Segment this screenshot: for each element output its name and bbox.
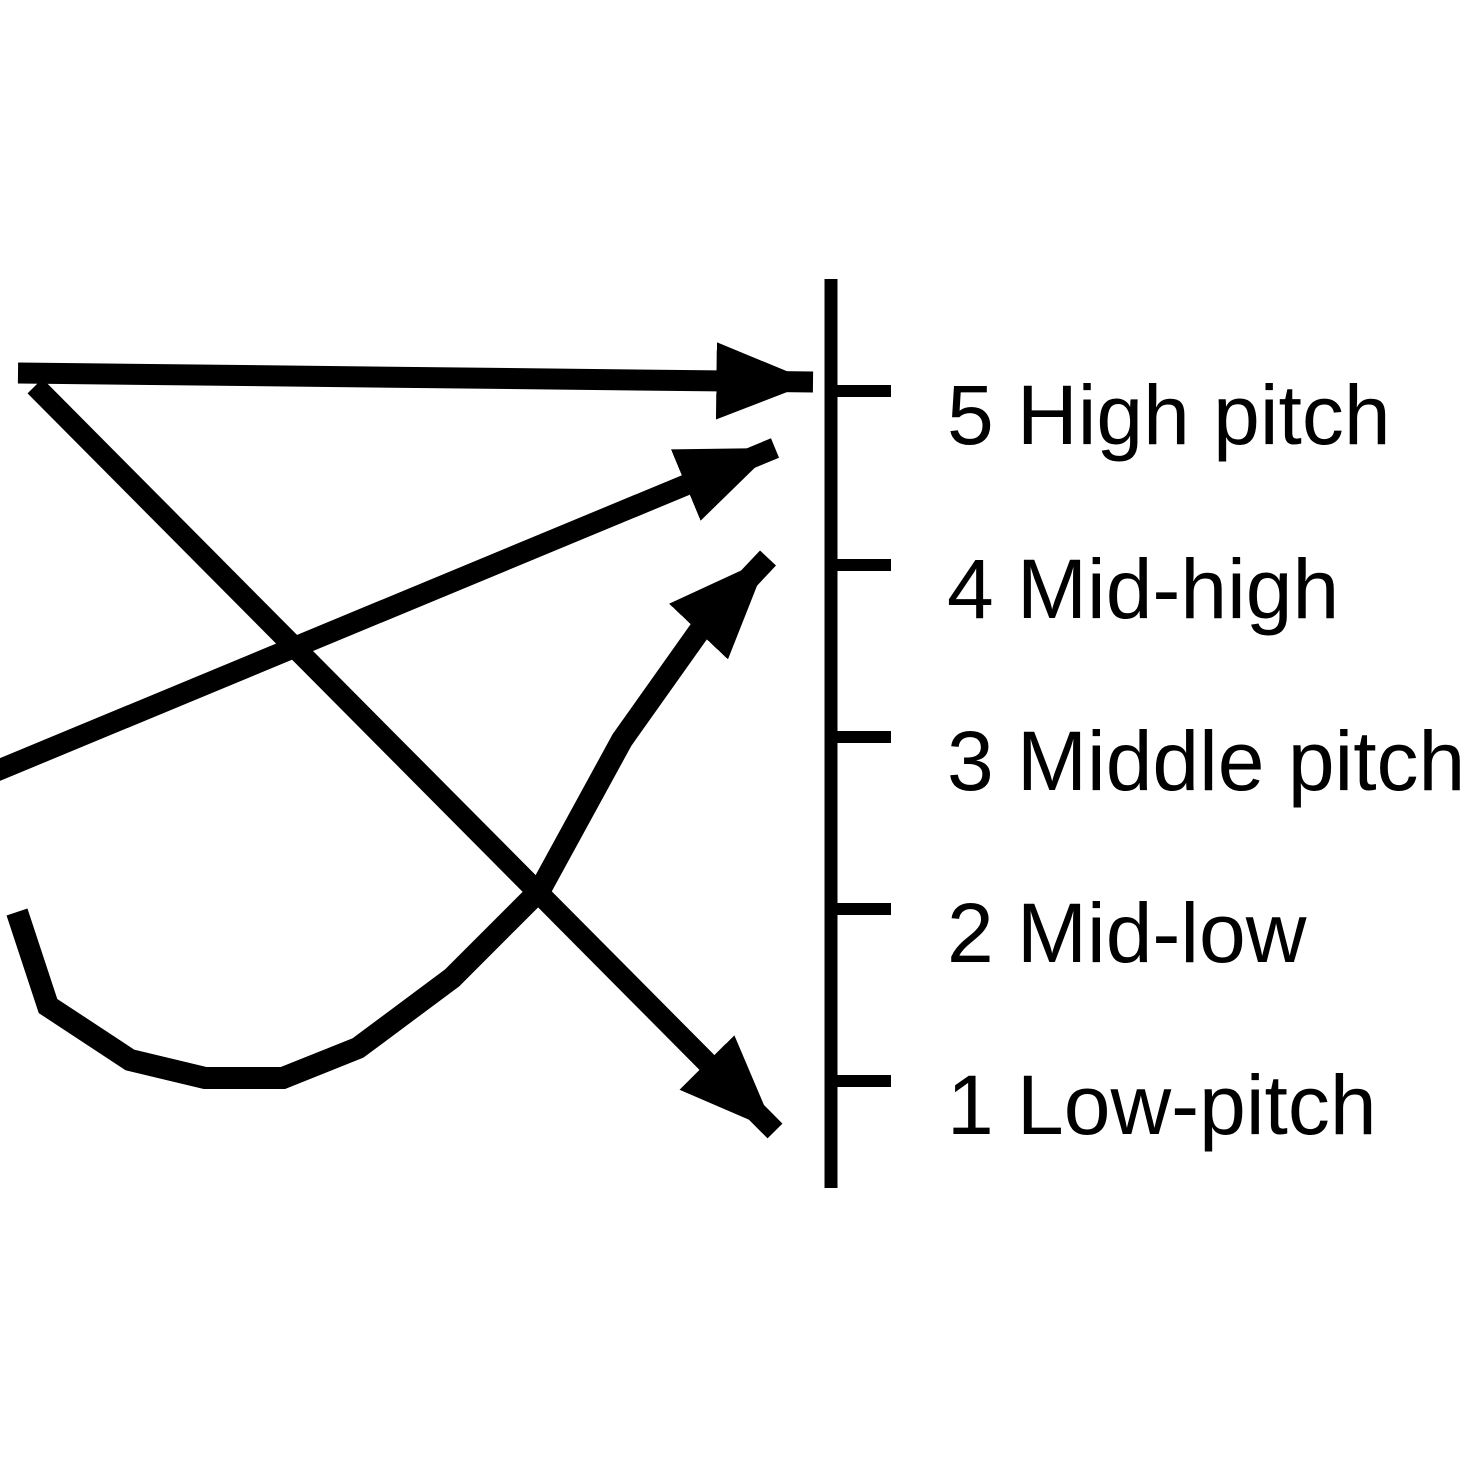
label-level-3: 3 Middle pitch [947, 714, 1465, 808]
label-level-5: 5 High pitch [947, 368, 1391, 462]
rising-tone-arrow [0, 438, 780, 781]
high-level-tone-arrow [17, 342, 814, 420]
dipping-tone-arrow [6, 550, 776, 1089]
pitch-scale-labels: 5 High pitch 4 Mid-high 3 Middle pitch 2… [947, 368, 1465, 1152]
tone-contours [0, 342, 814, 1139]
pitch-scale-ticks [826, 385, 891, 1087]
label-level-4: 4 Mid-high [947, 542, 1339, 636]
label-level-1: 1 Low-pitch [947, 1058, 1377, 1152]
falling-tone-arrow [27, 378, 783, 1139]
label-level-2: 2 Mid-low [947, 886, 1307, 980]
